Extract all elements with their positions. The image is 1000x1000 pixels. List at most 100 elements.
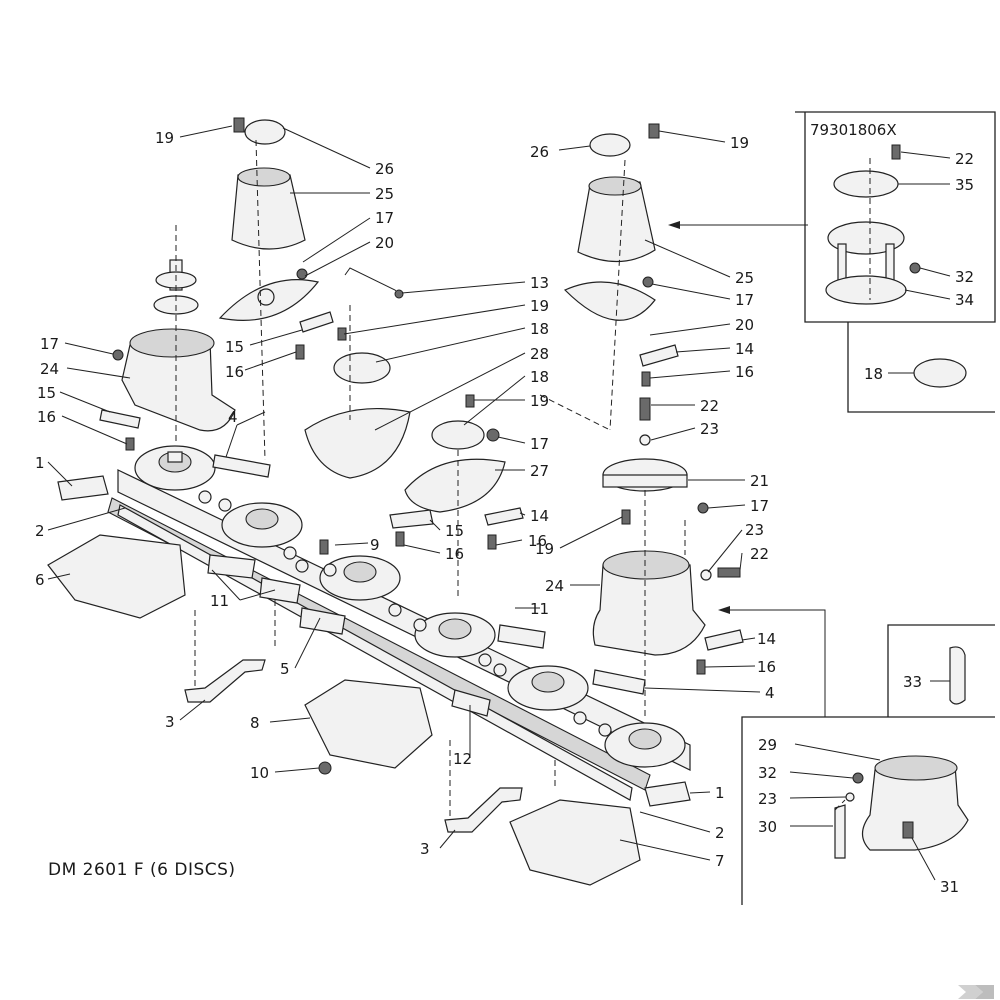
bolt-16-center [395,531,405,547]
strip-3-left [184,659,266,703]
cone-25-left-top [237,167,291,187]
callout-14: 14 [735,340,754,358]
cone-25-left [231,174,306,250]
nut-17-left-top [296,268,308,280]
bracket-34-base [825,275,907,305]
housing-29-top [874,755,958,781]
callout-15: 15 [37,384,56,402]
blade-15-center [389,509,434,529]
plate-12 [451,689,491,717]
callout-17: 17 [40,335,59,353]
nut-10 [318,761,332,775]
callout-25: 25 [375,185,394,203]
bolt-19-right-top [648,123,660,139]
inset-frame-33 [887,624,995,717]
plate-11-left-b [259,577,301,604]
discs [134,445,686,768]
leader-lines [47,125,951,881]
skid-1-right [644,781,691,807]
cap-18-center [333,352,391,384]
bolt-19-left [233,117,245,133]
diagram-title: DM 2601 F (6 DISCS) [48,860,236,880]
plate-11-left [207,554,256,579]
bolt-16-right-b [696,659,706,675]
plate-27 [404,458,506,513]
nut-17-left [112,349,124,361]
strip-3-right [444,787,523,833]
callout-18: 18 [530,320,549,338]
callout-1: 1 [715,784,725,802]
bolt-31 [902,821,914,839]
strip-30 [834,804,846,859]
callout-25: 25 [735,269,754,287]
cap-26-left [244,119,286,145]
callout-16: 16 [735,363,754,381]
callout-17: 17 [530,435,549,453]
disc-1 [134,445,216,491]
callout-16: 16 [37,408,56,426]
callout-13: 13 [530,274,549,292]
callout-22: 22 [955,150,974,168]
callout-32: 32 [955,268,974,286]
bolt-22-right [639,397,651,421]
callout-17: 17 [735,291,754,309]
strip-33 [949,646,966,705]
callout-19: 19 [530,297,549,315]
nut-17-center [486,428,500,442]
plate-28 [304,407,411,479]
cap-26-right [589,133,631,157]
callout-24: 24 [40,360,59,378]
guard-4-left [212,454,271,478]
plate-20-left-hole [257,288,275,306]
callout-35: 35 [955,176,974,194]
callout-32: 32 [758,764,777,782]
inset-33-parts [949,646,966,705]
cap-18-right [431,420,485,450]
bolt-19-right [465,394,475,408]
callout-26: 26 [530,143,549,161]
center-lines [175,139,871,820]
callout-2: 2 [715,824,725,842]
callout-19: 19 [730,134,749,152]
callout-22: 22 [700,397,719,415]
cone-25-right-top [588,176,642,196]
cone-25-right [577,181,656,263]
rod-13 [344,267,401,296]
callout-4: 4 [765,684,775,702]
callout-2: 2 [35,522,45,540]
callout-11: 11 [210,592,229,610]
housing-29 [861,764,969,851]
callout-33: 33 [903,673,922,691]
nut-32-inset [909,262,921,274]
callout-17: 17 [375,209,394,227]
skid-7 [509,799,641,886]
inset-29-parts [834,755,969,859]
disc-5 [507,665,589,711]
left-cone-assembly [47,117,433,775]
brand-logo [958,985,994,999]
bolt-19-right-b [621,509,631,525]
bolt-22-inset [891,144,901,160]
callout-20: 20 [735,316,754,334]
disc-6 [604,722,686,768]
callout-7: 7 [715,852,725,870]
callout-26: 26 [375,160,394,178]
skid-6 [47,534,186,619]
plate-5 [299,607,346,635]
cap-18-inset [913,358,967,388]
bolt-16-right [641,371,651,387]
plate-20-right [563,281,656,321]
housing-24-right [592,564,706,656]
callout-17: 17 [750,497,769,515]
disc-4 [414,612,496,658]
callout-15: 15 [445,522,464,540]
callout-12: 12 [453,750,472,768]
right-cone-assembly [563,123,744,675]
callout-14: 14 [757,630,776,648]
callout-6: 6 [35,571,45,589]
callout-15: 15 [225,338,244,356]
callout-14: 14 [530,507,549,525]
bolt-16-left [295,344,305,360]
blade-15-left [299,311,334,333]
